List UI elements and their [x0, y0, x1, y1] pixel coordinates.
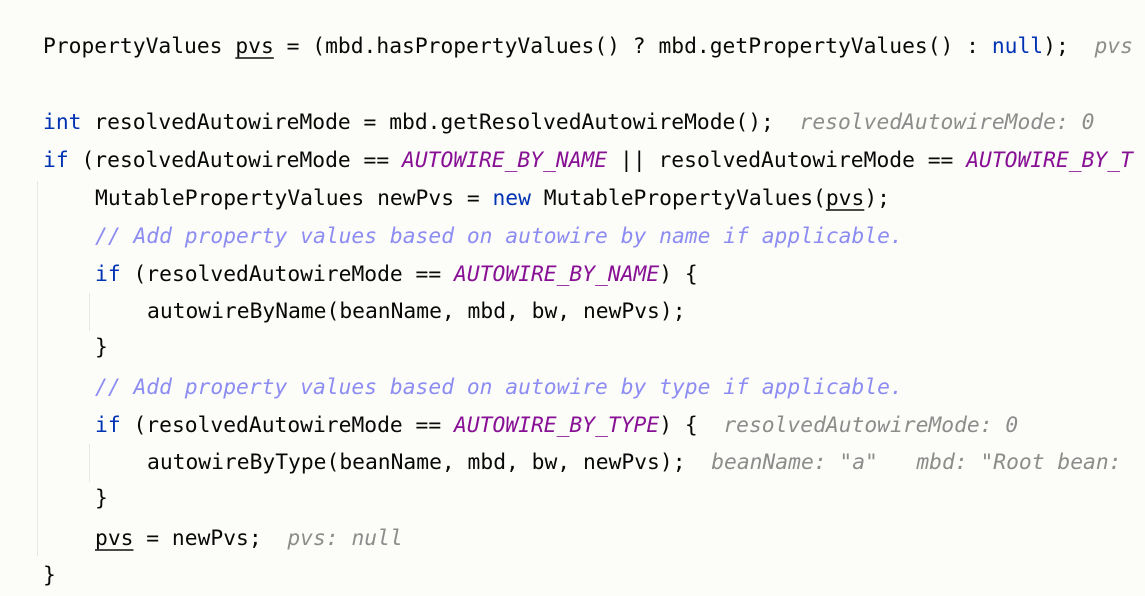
code-line-5[interactable]: MutablePropertyValues newPvs = new Mutab…: [95, 180, 890, 218]
code-text: );: [864, 186, 890, 211]
type-name: PropertyValues: [43, 34, 236, 59]
code-text: ) {: [659, 413, 698, 438]
code-line-12[interactable]: autowireByType(beanName, mbd, bw, newPvs…: [147, 444, 1122, 482]
code-line-7[interactable]: if (resolvedAutowireMode == AUTOWIRE_BY_…: [95, 256, 698, 294]
keyword-if: if: [95, 413, 121, 438]
code-line-1[interactable]: PropertyValues pvs = (mbd.hasPropertyVal…: [43, 28, 1133, 66]
code-text: (resolvedAutowireMode ==: [120, 413, 455, 438]
code-text: (resolvedAutowireMode ==: [68, 148, 403, 173]
code-text: MutablePropertyValues newPvs =: [95, 186, 493, 211]
keyword-null: null: [991, 34, 1044, 59]
code-comment[interactable]: // Add property values based on autowire…: [95, 218, 903, 256]
code-comment[interactable]: // Add property values based on autowire…: [95, 369, 903, 407]
code-line-15[interactable]: }: [43, 557, 56, 595]
code-line-13[interactable]: }: [95, 480, 108, 518]
closing-brace: }: [95, 486, 108, 511]
closing-brace: }: [43, 563, 56, 588]
keyword-if: if: [95, 262, 121, 287]
inline-debug-value: resolvedAutowireMode: 0: [799, 110, 1095, 135]
code-line-4[interactable]: if (resolvedAutowireMode == AUTOWIRE_BY_…: [43, 142, 1133, 180]
comment-text: // Add property values based on autowire…: [95, 375, 903, 400]
code-text: ) {: [659, 262, 698, 287]
code-line-14[interactable]: pvs = newPvs; pvs: null: [95, 520, 403, 558]
constant-autowire-by-type: AUTOWIRE_BY_T: [966, 148, 1133, 173]
code-line-11[interactable]: if (resolvedAutowireMode == AUTOWIRE_BY_…: [95, 407, 1018, 445]
variable-pvs[interactable]: pvs: [825, 186, 865, 211]
constant-autowire-by-type: AUTOWIRE_BY_TYPE: [454, 413, 660, 438]
code-line-8[interactable]: autowireByName(beanName, mbd, bw, newPvs…: [147, 293, 686, 331]
indent-guide-inner-1: [89, 293, 90, 331]
inline-debug-value: pvs: [1094, 34, 1133, 59]
constant-autowire-by-name: AUTOWIRE_BY_NAME: [402, 148, 608, 173]
code-line-9[interactable]: }: [95, 329, 108, 367]
inline-debug-value: pvs: null: [287, 526, 403, 551]
indent-guide-inner-2: [89, 444, 90, 482]
keyword-if: if: [43, 148, 69, 173]
inline-debug-value: resolvedAutowireMode: 0: [723, 413, 1019, 438]
code-text: || resolvedAutowireMode ==: [607, 148, 967, 173]
indent-guide-outer: [37, 181, 38, 556]
code-text: MutablePropertyValues(: [530, 186, 826, 211]
code-text: autowireByName(beanName, mbd, bw, newPvs…: [147, 299, 686, 324]
inline-debug-value: mbd: "Root bean:: [916, 450, 1122, 475]
code-text: = (mbd.hasPropertyValues() ? mbd.getProp…: [273, 34, 992, 59]
closing-brace: }: [95, 335, 108, 360]
keyword-int: int: [43, 110, 82, 135]
variable-pvs[interactable]: pvs: [235, 34, 274, 59]
code-text: autowireByType(beanName, mbd, bw, newPvs…: [147, 450, 686, 475]
code-text: (resolvedAutowireMode ==: [120, 262, 455, 287]
code-text: = newPvs;: [133, 526, 262, 551]
code-text: resolvedAutowireMode = mbd.getResolvedAu…: [81, 110, 774, 135]
constant-autowire-by-name: AUTOWIRE_BY_NAME: [454, 262, 660, 287]
keyword-new: new: [492, 186, 531, 211]
variable-pvs[interactable]: pvs: [95, 526, 134, 551]
inline-debug-value: beanName: "a": [711, 450, 878, 475]
comment-text: // Add property values based on autowire…: [95, 224, 903, 249]
code-line-3[interactable]: int resolvedAutowireMode = mbd.getResolv…: [43, 104, 1094, 142]
code-text: );: [1043, 34, 1069, 59]
